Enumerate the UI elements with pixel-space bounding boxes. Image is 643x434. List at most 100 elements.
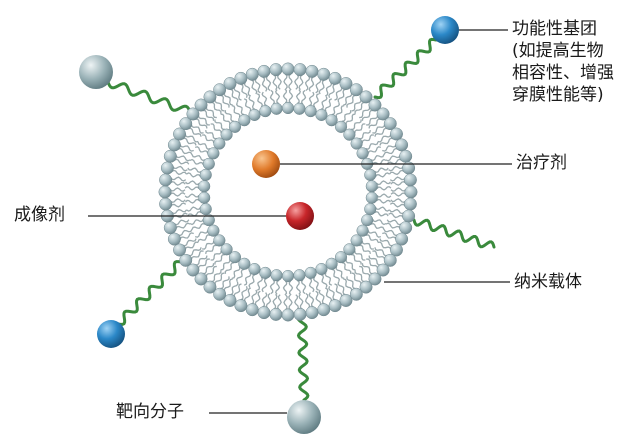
lipid-tail xyxy=(211,251,222,260)
tether-chain xyxy=(414,220,494,247)
lipid-tail xyxy=(257,277,262,290)
lipid-tail xyxy=(377,194,391,197)
lipid-tail xyxy=(325,273,332,286)
lipid-tail xyxy=(195,147,208,154)
lipid-tail xyxy=(391,199,406,203)
lipid-tail xyxy=(232,267,240,279)
lipid-head xyxy=(402,210,414,222)
lipid-tail xyxy=(206,130,217,139)
lipid-tail xyxy=(346,114,355,125)
functional-group-label-line-3: 相容性、增强 xyxy=(512,62,614,84)
lipid-tail xyxy=(225,263,234,274)
lipid-tail xyxy=(284,281,287,295)
lipid-tail xyxy=(202,241,214,249)
lipid-head xyxy=(340,294,352,306)
lipid-tail xyxy=(346,259,355,270)
lipid-tail xyxy=(190,160,203,165)
lipid-head xyxy=(326,258,338,270)
tether-chain xyxy=(108,82,190,112)
lipid-tail xyxy=(375,168,389,172)
lipid-tail xyxy=(185,187,199,190)
lipid-head xyxy=(282,63,294,75)
lipid-head xyxy=(258,65,270,77)
lipid-tail xyxy=(390,203,405,207)
lipid-tail xyxy=(366,235,378,242)
lipid-tail xyxy=(314,277,319,290)
lipid-tail xyxy=(278,295,282,310)
lipid-tail xyxy=(198,142,210,149)
lipid-tail xyxy=(276,90,280,104)
lipid-head xyxy=(395,233,407,245)
lipid-head xyxy=(390,128,402,140)
lipid-tail xyxy=(376,173,390,177)
lipid-tail xyxy=(376,207,390,211)
lipid-head xyxy=(306,306,318,318)
lipid-tail xyxy=(368,147,381,154)
lipid-head xyxy=(249,109,261,121)
lipid-tail xyxy=(170,199,185,203)
lipid-tail xyxy=(373,219,386,224)
lipid-tail xyxy=(391,193,406,196)
lipid-tail xyxy=(211,124,222,133)
lipid-tail xyxy=(362,135,374,143)
lipid-head xyxy=(249,263,261,275)
lipid-head xyxy=(364,169,376,181)
therapeutic-agent-sphere xyxy=(252,150,280,178)
lipid-tail xyxy=(187,173,201,177)
lipid-tail xyxy=(309,293,313,308)
lipid-head xyxy=(316,109,328,121)
lipid-head xyxy=(260,267,272,279)
functional-group-label: 功能性基团 (如提高生物 相容性、增强 穿膜性能等) xyxy=(512,18,614,106)
lipid-tail xyxy=(173,166,188,170)
lipid-tail xyxy=(170,182,185,186)
lipid-tail xyxy=(188,212,202,216)
functional-group-label-line-2: (如提高生物 xyxy=(512,40,614,62)
lipid-tail xyxy=(170,188,185,191)
lipid-tail xyxy=(391,188,406,191)
lipid-tail xyxy=(377,181,391,185)
lipid-head xyxy=(318,68,330,80)
lipid-head xyxy=(306,65,318,77)
lipid-tail xyxy=(299,294,303,309)
lipid-tail xyxy=(186,199,200,203)
lipid-tail xyxy=(262,293,266,308)
lipid-tail xyxy=(271,90,275,104)
lipid-tail xyxy=(351,119,361,129)
lipid-tail xyxy=(368,231,381,238)
lipid-tail xyxy=(188,168,202,172)
lipid-head xyxy=(168,139,180,151)
lipid-tail xyxy=(273,75,277,90)
lipid-head xyxy=(270,308,282,320)
lipid-head xyxy=(305,105,317,117)
lipid-head xyxy=(395,139,407,151)
lipid-tail xyxy=(309,278,313,292)
lipid-tail xyxy=(284,74,287,89)
lipid-tail xyxy=(390,177,405,181)
lipid-tail xyxy=(273,294,277,309)
lipid-head xyxy=(400,222,412,234)
lipid-tail xyxy=(309,92,313,106)
lipid-tail xyxy=(342,263,351,274)
targeting-molecule-sphere-bottom xyxy=(287,400,321,434)
lipid-head xyxy=(294,308,306,320)
lipid-tail xyxy=(262,92,266,106)
lipid-tail xyxy=(284,295,287,310)
lipid-tail xyxy=(257,94,262,107)
lipid-tail xyxy=(206,245,217,254)
lipid-tail xyxy=(389,166,404,170)
functional-group-sphere-bottom-left xyxy=(97,320,125,348)
lipid-tail xyxy=(299,75,303,90)
lipid-head xyxy=(282,102,294,114)
lipid-tail xyxy=(278,74,282,89)
lipid-head xyxy=(305,267,317,279)
lipid-tail xyxy=(244,99,251,112)
lipid-tail xyxy=(289,89,292,103)
lipid-head xyxy=(246,68,258,80)
lipid-tail xyxy=(359,245,370,254)
lipid-tail xyxy=(284,89,287,103)
lipid-tail xyxy=(362,241,374,249)
lipid-head xyxy=(271,103,283,115)
lipid-head xyxy=(239,114,251,126)
lipid-head xyxy=(203,158,215,170)
lipid-tail xyxy=(332,269,339,281)
